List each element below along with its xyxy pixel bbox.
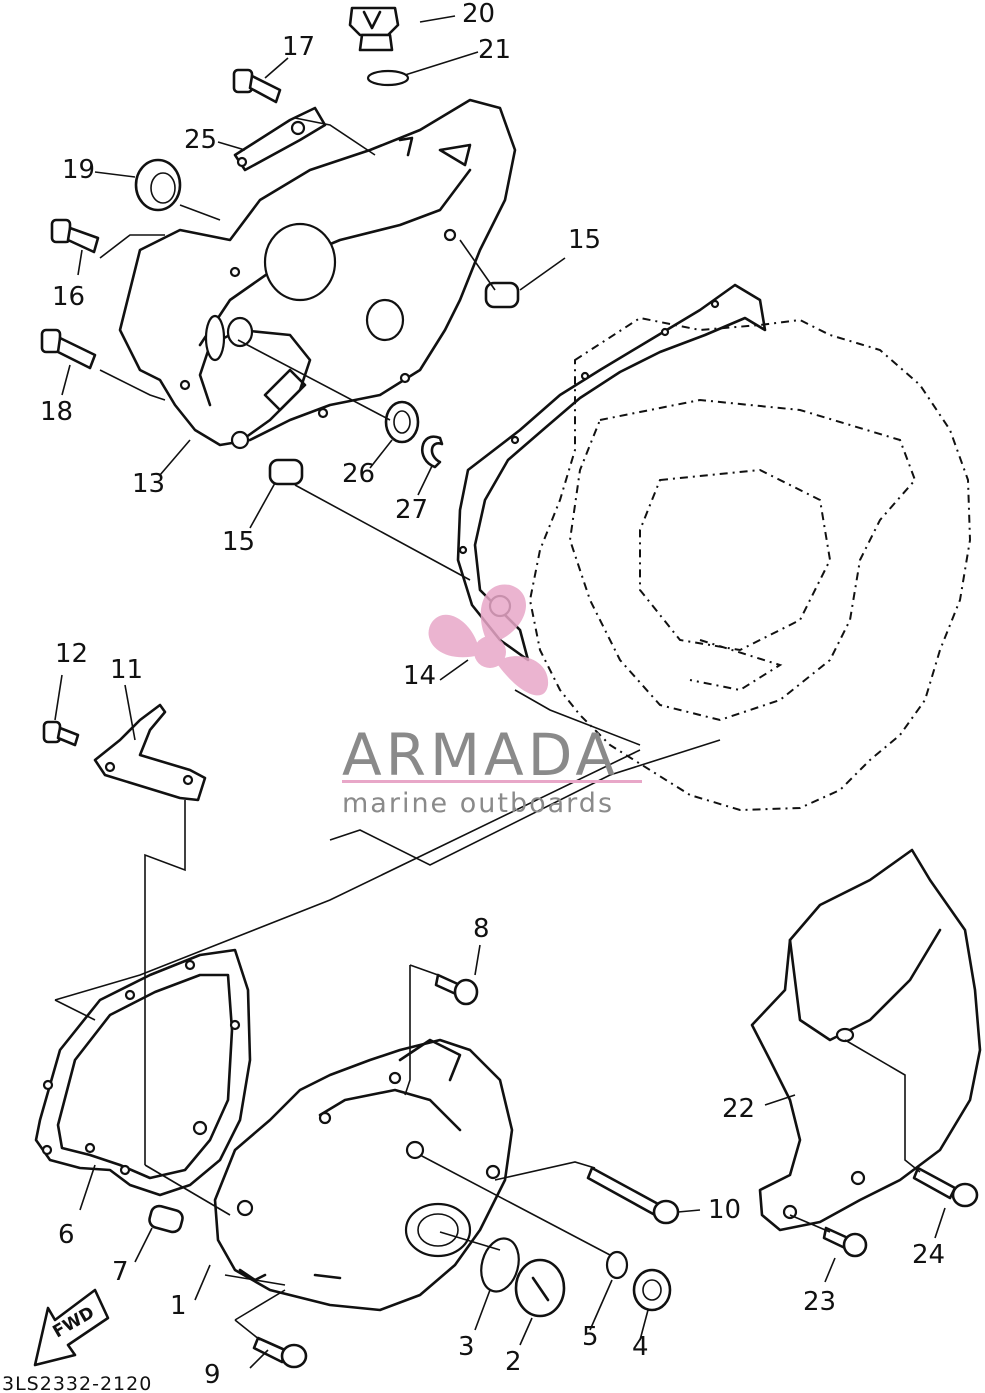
dowel-pin-15-upper [484,281,520,309]
label-14: 14 [403,661,436,691]
drawing-code: 3LS2332-2120 [2,1373,152,1393]
label-15-upper: 15 [568,225,601,255]
screw-8 [434,973,479,1006]
label-19: 19 [62,155,95,185]
bolt-23 [822,1226,868,1258]
label-27: 27 [395,495,428,525]
bolt-9 [252,1336,308,1369]
label-26: 26 [342,459,375,489]
label-11: 11 [110,655,143,685]
label-16: 16 [52,282,85,312]
sprocket-cover-22 [750,848,982,1232]
bolt-10 [586,1166,680,1225]
label-20: 20 [462,0,495,29]
bolt-24 [912,1166,979,1208]
o-ring-21 [366,69,410,87]
label-23: 23 [803,1287,836,1317]
label-8: 8 [473,914,490,944]
watermark-underline [342,780,642,783]
label-24: 24 [912,1240,945,1270]
label-12: 12 [55,639,88,669]
bolt-16 [50,218,100,254]
fwd-direction-arrow: FWD [33,1288,110,1367]
armada-watermark: ARMADA marine outboards [342,584,642,819]
label-25: 25 [184,125,217,155]
screw-12 [42,720,80,747]
label-1: 1 [170,1291,187,1321]
label-17: 17 [282,32,315,62]
plug-19 [134,158,182,212]
engine-block-outline [528,316,972,812]
label-22: 22 [722,1094,755,1124]
label-6: 6 [58,1220,75,1250]
label-2: 2 [505,1347,522,1377]
label-18: 18 [40,397,73,427]
leader-lines [54,15,946,1369]
bolt-18 [40,328,97,370]
bolt-17 [232,68,282,104]
watermark-tagline: marine outboards [342,788,614,819]
label-5: 5 [582,1322,599,1352]
dowel-pin-15-lower [268,458,304,486]
propeller-logo-icon [428,584,549,696]
dowel-pin-7 [148,1204,184,1234]
o-ring-5 [605,1250,629,1280]
outer-gasket-6 [34,948,252,1197]
watermark-brand: ARMADA [342,721,619,789]
bracket-25 [233,106,327,172]
label-7: 7 [112,1257,129,1287]
outer-cover-1 [213,1038,514,1312]
oil-seal-26 [384,400,420,444]
plug-4 [632,1268,672,1312]
label-3: 3 [458,1332,475,1362]
label-9: 9 [204,1360,221,1390]
label-15-lower: 15 [222,527,255,557]
label-21: 21 [478,35,511,65]
guide-plate-11 [93,703,207,802]
o-ring-3 [480,1237,520,1293]
label-13: 13 [132,469,165,499]
plug-2 [514,1258,566,1318]
part-labels: 20 21 17 25 19 15 16 18 13 26 27 15 14 1… [40,0,945,1390]
inner-cover-13 [118,98,517,450]
label-10: 10 [708,1195,741,1225]
filler-cap-20 [348,6,400,52]
circlip-27 [420,435,444,469]
label-4: 4 [632,1332,649,1362]
